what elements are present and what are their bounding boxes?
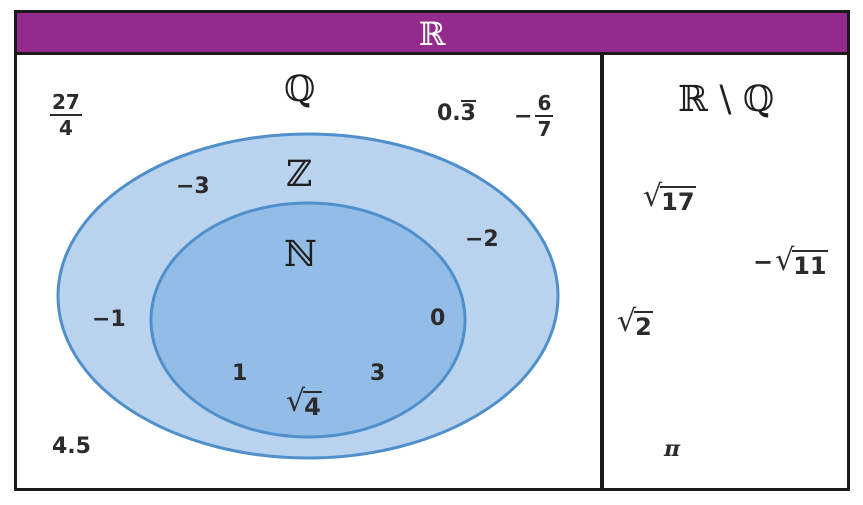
fraction-neg-6-7: − 6 7	[514, 91, 554, 141]
naturals-label: ℕ	[284, 234, 317, 275]
radical-icon: √	[617, 304, 637, 339]
radical-icon: √	[775, 243, 795, 278]
irrationals-label: ℝ \ ℚ	[678, 79, 775, 120]
fraction-numerator: 6	[535, 91, 554, 117]
number-3: 3	[370, 361, 386, 386]
radical-icon: √	[643, 179, 663, 214]
repeating-decimal-whole: 0.	[437, 101, 461, 126]
sqrt-2: √2	[617, 307, 653, 341]
radicand: 11	[792, 250, 828, 280]
radicand: 17	[660, 186, 696, 216]
fraction-denominator: 7	[537, 117, 552, 141]
pi-symbol: π	[664, 436, 681, 462]
number-neg-3: −3	[176, 174, 210, 199]
panel-divider	[600, 55, 604, 491]
repeating-decimal: 0.3	[437, 100, 476, 125]
radical-icon: √	[286, 384, 306, 419]
rationals-label: ℚ	[284, 69, 316, 110]
reals-header-bar: ℝ	[14, 10, 850, 55]
integers-label: ℤ	[286, 154, 313, 195]
radicand: 4	[303, 391, 322, 421]
fraction-denominator: 4	[58, 116, 73, 140]
fraction-numerator: 27	[50, 90, 82, 116]
number-4-5: 4.5	[52, 434, 91, 459]
naturals-ellipse	[149, 201, 467, 439]
fraction-27-4: 27 4	[50, 92, 82, 138]
number-0: 0	[430, 306, 446, 331]
minus-sign: −	[514, 103, 533, 129]
fraction-6-7: 6 7	[535, 91, 554, 141]
radicand: 2	[634, 311, 653, 341]
sqrt-4: √4	[286, 387, 322, 421]
repeating-decimal-digit: 3	[460, 100, 476, 126]
sqrt-17: √17	[643, 182, 696, 216]
minus-sign: −	[753, 248, 774, 276]
reals-title: ℝ	[418, 15, 446, 53]
number-neg-2: −2	[465, 227, 499, 252]
number-1: 1	[232, 361, 248, 386]
neg-sqrt-11: −√11	[753, 246, 828, 280]
number-neg-1: −1	[92, 307, 126, 332]
